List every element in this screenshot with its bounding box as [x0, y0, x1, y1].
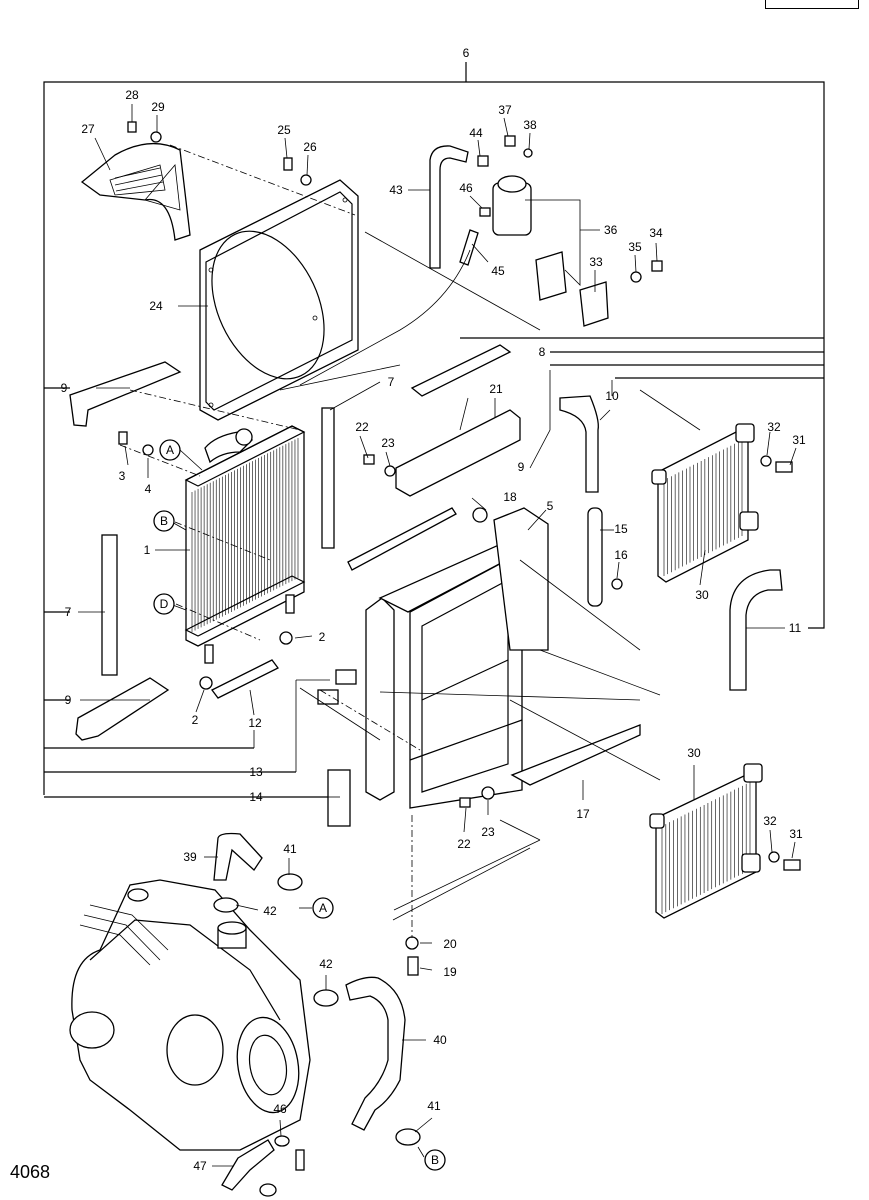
- ref-label-b-upper: B: [160, 514, 168, 528]
- engine: [69, 879, 311, 1151]
- reference-lines: [119, 144, 701, 938]
- assembly-bracket: [43, 62, 825, 798]
- oil-cooler-upper: [651, 423, 759, 583]
- oil-cooler-lower: [649, 763, 763, 919]
- ref-circle-d: [153, 593, 175, 615]
- corner-title-box: [765, 0, 859, 9]
- label-39: 39: [183, 850, 197, 864]
- label-36: 36: [604, 223, 618, 237]
- label-9c: 9: [65, 693, 72, 707]
- label-46a: 46: [459, 181, 473, 195]
- label-33: 33: [589, 255, 603, 269]
- label-22a: 22: [355, 420, 369, 434]
- label-2a: 2: [319, 630, 326, 644]
- label-17: 17: [576, 807, 590, 821]
- label-3: 3: [119, 469, 126, 483]
- reservoir-tank: [492, 175, 609, 327]
- page-code: 4068: [10, 1162, 51, 1182]
- label-9b: 9: [518, 460, 525, 474]
- label-11: 11: [789, 621, 802, 635]
- ref-circle-a-lower: [312, 897, 334, 919]
- ref-label-a-lower: A: [319, 901, 327, 915]
- brackets: [69, 344, 603, 741]
- label-13: 13: [249, 765, 263, 779]
- label-37: 37: [498, 103, 512, 117]
- label-40: 40: [433, 1033, 447, 1047]
- leader-lines: [78, 104, 797, 1167]
- label-30a: 30: [695, 588, 709, 602]
- label-28: 28: [125, 88, 139, 102]
- label-42b: 42: [319, 957, 333, 971]
- label-27: 27: [81, 122, 95, 136]
- fasteners: [118, 121, 801, 1197]
- label-12: 12: [248, 716, 262, 730]
- label-42a: 42: [263, 904, 277, 918]
- label-1: 1: [144, 543, 151, 557]
- radiator-frame: [365, 507, 641, 809]
- main-radiator: [184, 425, 306, 664]
- label-4: 4: [145, 482, 152, 496]
- label-47: 47: [193, 1159, 207, 1173]
- label-5: 5: [547, 499, 554, 513]
- label-23b: 23: [481, 825, 495, 839]
- label-8: 8: [539, 345, 546, 359]
- label-41b: 41: [427, 1099, 441, 1113]
- label-38: 38: [523, 118, 537, 132]
- label-14: 14: [249, 790, 263, 804]
- hoses: [213, 145, 783, 1191]
- label-44: 44: [469, 126, 483, 140]
- label-21: 21: [489, 382, 503, 396]
- ref-circle-b-lower: [424, 1149, 446, 1171]
- ref-circle-b-upper: [153, 510, 175, 532]
- label-15: 15: [614, 522, 628, 536]
- label-31b: 31: [789, 827, 803, 841]
- label-46b: 46: [273, 1102, 287, 1116]
- label-34: 34: [649, 226, 663, 240]
- label-7a: 7: [388, 375, 395, 389]
- label-32a: 32: [767, 420, 781, 434]
- label-29: 29: [151, 100, 165, 114]
- label-43: 43: [389, 183, 403, 197]
- label-9a: 9: [61, 381, 68, 395]
- label-41a: 41: [283, 842, 297, 856]
- label-35: 35: [628, 240, 642, 254]
- label-19: 19: [443, 965, 457, 979]
- fan-shroud: [199, 179, 359, 421]
- ref-label-b-lower: B: [431, 1153, 439, 1167]
- label-23a: 23: [381, 436, 395, 450]
- label-16: 16: [614, 548, 628, 562]
- part-number-labels: 6 28 29 27 25 26 37 38 44 43 46 36 45 34…: [61, 46, 806, 1173]
- label-6: 6: [463, 46, 470, 60]
- label-22b: 22: [457, 837, 471, 851]
- label-24: 24: [149, 299, 163, 313]
- label-30b: 30: [687, 746, 701, 760]
- circled-refs: A B D A B: [153, 439, 446, 1171]
- ref-label-a-upper: A: [166, 443, 174, 457]
- label-20: 20: [443, 937, 457, 951]
- label-26: 26: [303, 140, 317, 154]
- label-7b: 7: [65, 605, 72, 619]
- label-25: 25: [277, 123, 291, 137]
- label-10: 10: [605, 389, 619, 403]
- label-32b: 32: [763, 814, 777, 828]
- label-31a: 31: [792, 433, 806, 447]
- label-2b: 2: [192, 713, 199, 727]
- label-18: 18: [503, 490, 517, 504]
- fan-guard: [80, 142, 191, 241]
- ref-label-d: D: [160, 597, 169, 611]
- ref-circle-a-upper: [159, 439, 181, 461]
- label-45: 45: [491, 264, 505, 278]
